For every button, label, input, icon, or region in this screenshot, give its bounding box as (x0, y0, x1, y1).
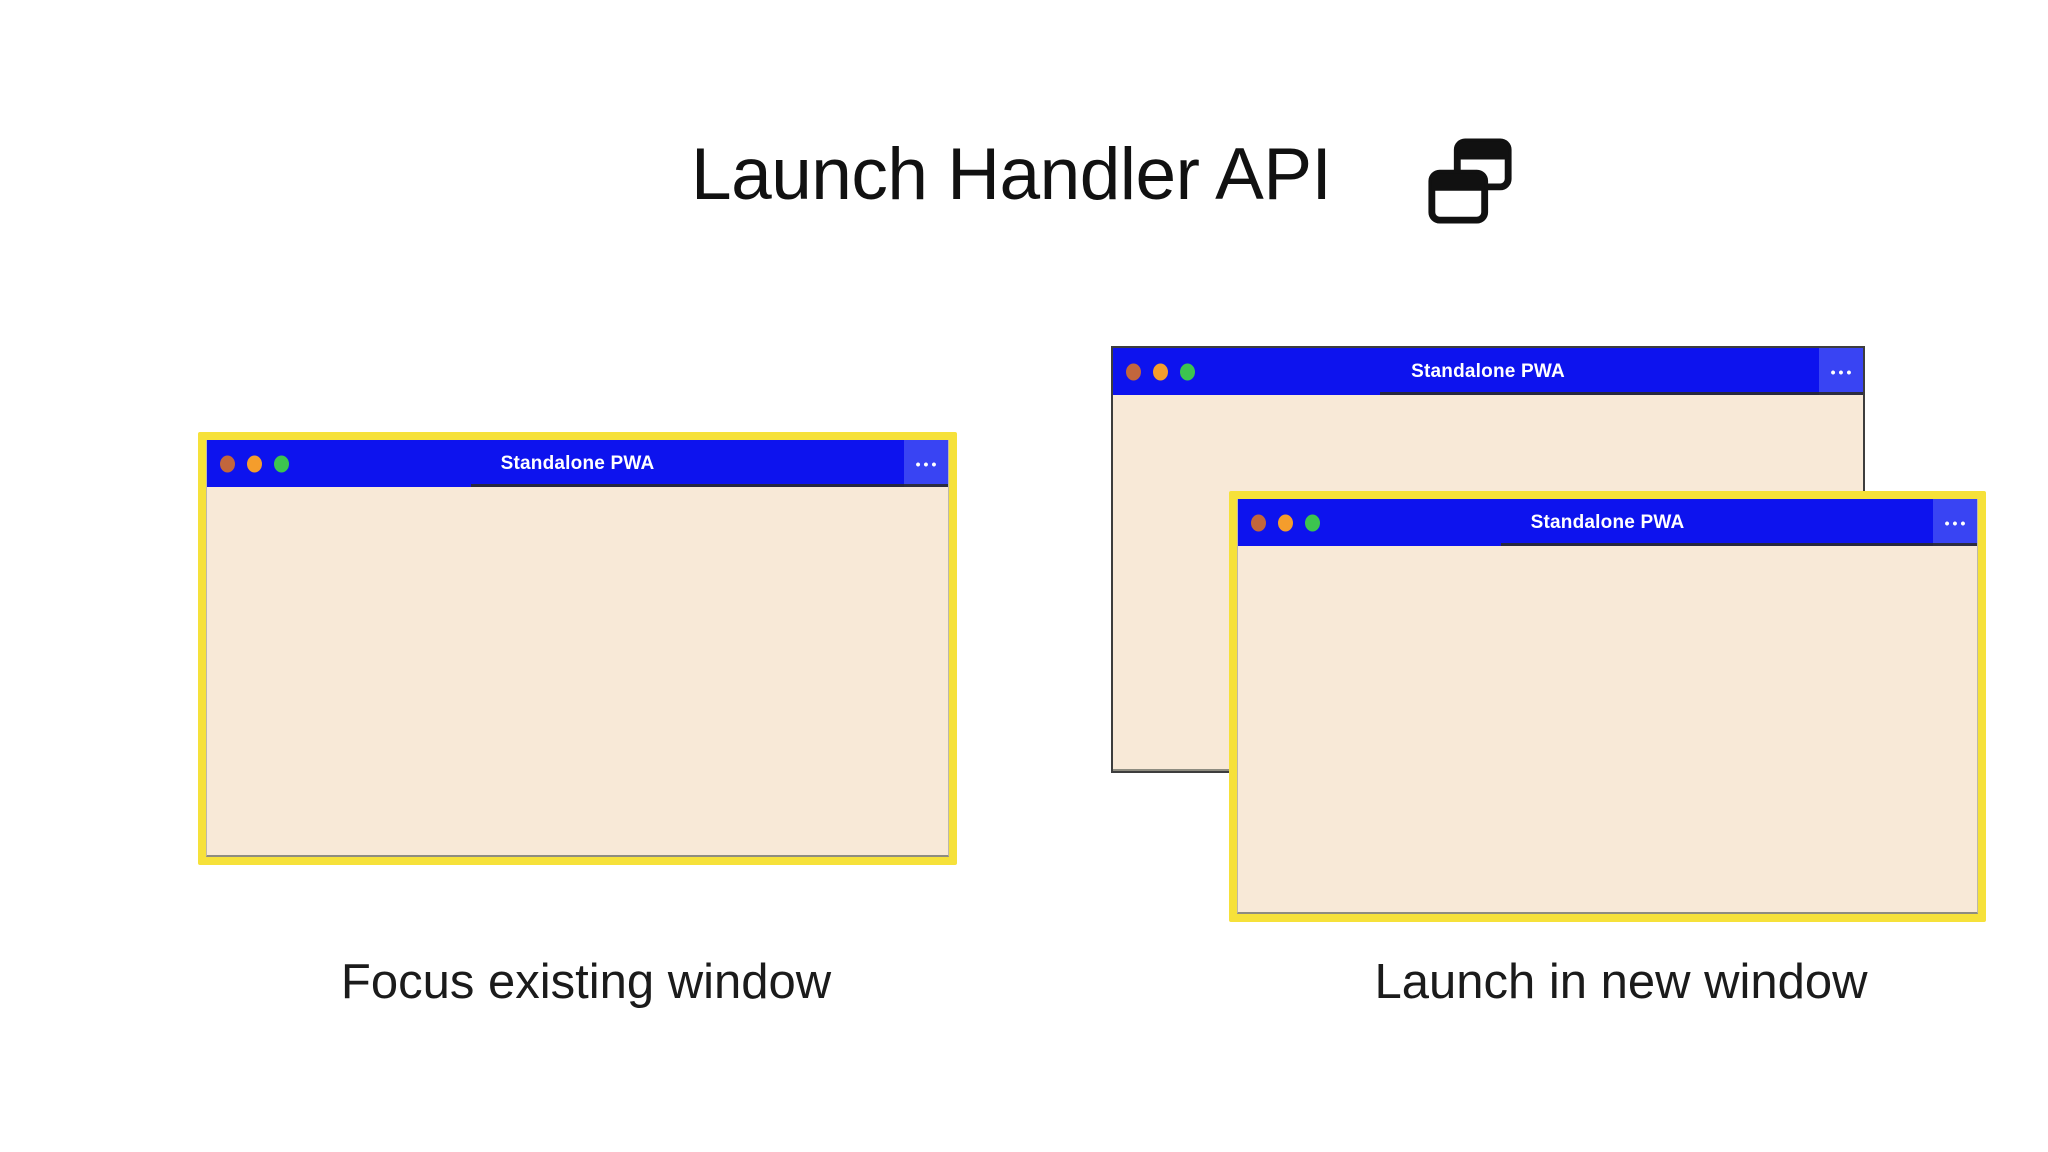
traffic-lights (220, 455, 289, 472)
maximize-button[interactable] (274, 455, 289, 472)
scenario-caption-focus-existing: Focus existing window (340, 955, 832, 1009)
titlebar-bottom-shadow (470, 484, 948, 487)
window-frame: Standalone PWA ••• (1237, 499, 1978, 914)
titlebar-bottom-shadow (1379, 392, 1863, 395)
window-title: Standalone PWA (1530, 511, 1685, 533)
window-title: Standalone PWA (500, 452, 655, 474)
maximize-button[interactable] (1180, 363, 1195, 380)
overlapping-windows-icon (1428, 138, 1512, 224)
traffic-lights (1126, 363, 1195, 380)
window-content (1238, 546, 1977, 912)
window-titlebar[interactable]: Standalone PWA ••• (1113, 348, 1863, 395)
pwa-window-focused: Standalone PWA ••• (198, 432, 957, 865)
more-options-button[interactable]: ••• (1819, 348, 1863, 395)
more-options-button[interactable]: ••• (904, 440, 948, 487)
window-content (207, 487, 948, 855)
more-options-icon: ••• (1830, 363, 1855, 380)
pwa-window-new-focused: Standalone PWA ••• (1229, 491, 1986, 922)
page-title: Launch Handler API (691, 134, 1332, 215)
more-options-button[interactable]: ••• (1933, 499, 1977, 546)
more-options-icon: ••• (915, 455, 940, 472)
close-button[interactable] (1126, 363, 1141, 380)
close-button[interactable] (220, 455, 235, 472)
maximize-button[interactable] (1305, 514, 1320, 531)
more-options-icon: ••• (1944, 514, 1969, 531)
traffic-lights (1251, 514, 1320, 531)
window-frame: Standalone PWA ••• (206, 440, 949, 857)
minimize-button[interactable] (247, 455, 262, 472)
titlebar-bottom-shadow (1501, 543, 1977, 546)
minimize-button[interactable] (1153, 363, 1168, 380)
minimize-button[interactable] (1278, 514, 1293, 531)
scenario-caption-launch-new: Launch in new window (1374, 955, 1868, 1009)
close-button[interactable] (1251, 514, 1266, 531)
window-titlebar[interactable]: Standalone PWA ••• (1238, 499, 1977, 546)
window-titlebar[interactable]: Standalone PWA ••• (207, 440, 948, 487)
window-title: Standalone PWA (1411, 360, 1565, 382)
